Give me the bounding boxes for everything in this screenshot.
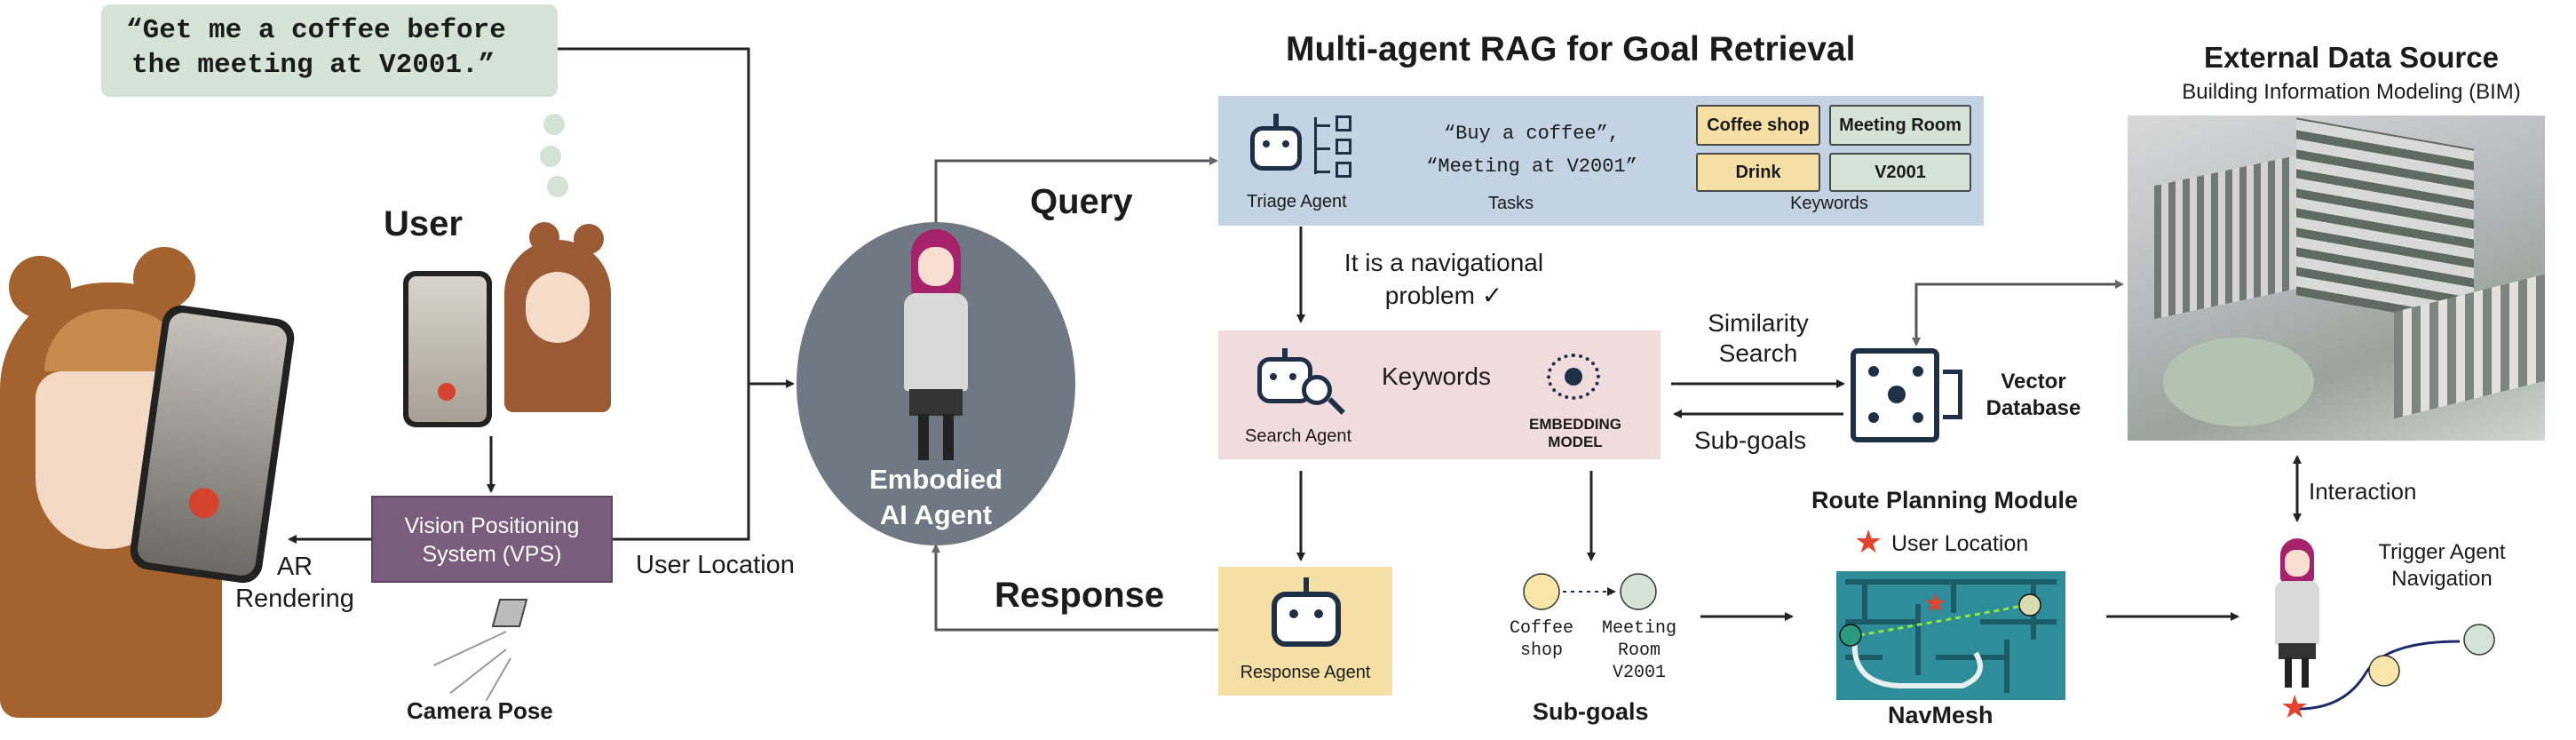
ar-label-line-2: Rendering bbox=[235, 585, 354, 613]
thought-bubble-1 bbox=[543, 114, 565, 135]
search-agent-label: Search Agent bbox=[1245, 426, 1352, 446]
vps-label-line-2: System (VPS) bbox=[422, 542, 562, 567]
quote-bubble bbox=[101, 4, 558, 97]
quote-line-2: the meeting at V2001.” bbox=[131, 50, 495, 81]
vectordb-bim-connector bbox=[1914, 280, 2124, 341]
external-title: External Data Source bbox=[2204, 41, 2499, 74]
response-agent-label: Response Agent bbox=[1240, 663, 1371, 682]
route-planning-title: Route Planning Module bbox=[1811, 487, 2078, 513]
ar-user-illustration bbox=[0, 238, 297, 718]
embedding-label-line-1: EMBEDDING bbox=[1529, 416, 1621, 433]
subgoal-meeting-line-1: Meeting bbox=[1601, 618, 1676, 639]
response-robot-icon bbox=[1268, 577, 1344, 650]
query-arrow bbox=[934, 156, 1218, 251]
tasks-label: Tasks bbox=[1488, 194, 1534, 213]
trigger-label-line-2: Navigation bbox=[2391, 567, 2493, 591]
user-avatar-icon bbox=[487, 222, 611, 412]
subgoals-return-label: Sub-goals bbox=[1694, 426, 1807, 454]
user-label: User bbox=[384, 204, 463, 243]
bim-building-image bbox=[2128, 115, 2545, 441]
keyword-v2001: V2001 bbox=[1829, 153, 1971, 192]
camera-pose-icon bbox=[426, 595, 542, 702]
task-line-1: “Buy a coffee”, bbox=[1443, 123, 1621, 145]
vector-database-icon bbox=[1851, 348, 1966, 444]
ar-label-line-1: AR bbox=[276, 553, 313, 581]
subgoals-title: Sub-goals bbox=[1533, 698, 1649, 725]
embedding-model-icon bbox=[1538, 346, 1611, 409]
subgoal-meeting-line-3: V2001 bbox=[1612, 663, 1666, 683]
trigger-star-icon: ★ bbox=[2280, 688, 2310, 725]
query-label: Query bbox=[1030, 182, 1133, 221]
thought-bubble-3 bbox=[547, 176, 568, 197]
keyword-coffee-shop: Coffee shop bbox=[1696, 105, 1820, 146]
navmesh-map bbox=[1836, 571, 2065, 700]
vps-box bbox=[371, 496, 613, 583]
vps-to-agent-connector bbox=[613, 384, 750, 541]
trigger-node-coffee bbox=[2368, 655, 2400, 687]
agent-label-line-2: AI Agent bbox=[879, 499, 993, 530]
subgoal-coffee-line-2: shop bbox=[1519, 641, 1563, 661]
search-keywords-label: Keywords bbox=[1382, 362, 1491, 390]
navmesh-star-icon: ★ bbox=[1923, 589, 1947, 618]
vector-db-label-line-2: Database bbox=[1986, 396, 2081, 420]
subgoal-coffee-line-1: Coffee bbox=[1509, 618, 1573, 639]
rag-title: Multi-agent RAG for Goal Retrieval bbox=[1286, 30, 1856, 68]
task-line-2: “Meeting at V2001” bbox=[1426, 155, 1637, 178]
similarity-label-line-2: Search bbox=[1718, 339, 1798, 367]
trigger-node-meeting bbox=[2463, 624, 2495, 656]
search-robot-icon bbox=[1257, 348, 1355, 419]
embedding-label-line-2: MODEL bbox=[1548, 434, 1603, 450]
navmesh-label: NavMesh bbox=[1888, 702, 1993, 728]
subgoal-node-coffee bbox=[1523, 573, 1560, 610]
agent-avatar bbox=[892, 229, 980, 465]
checklist-icon bbox=[1314, 114, 1359, 185]
nav-note-line-1: It is a navigational bbox=[1343, 249, 1544, 276]
user-phone-icon bbox=[403, 271, 492, 427]
trigger-path bbox=[2297, 640, 2461, 711]
quote-to-agent-connector bbox=[558, 47, 795, 388]
quote-line-1: “Get me a coffee before bbox=[126, 15, 506, 46]
user-location-legend: User Location bbox=[1891, 531, 2029, 556]
trigger-label-line-1: Trigger Agent bbox=[2378, 540, 2506, 564]
keyword-meeting-room: Meeting Room bbox=[1829, 105, 1971, 146]
vps-label-line-1: Vision Positioning bbox=[404, 513, 580, 538]
triage-robot-icon bbox=[1245, 114, 1309, 176]
response-arrow bbox=[931, 544, 1218, 632]
external-subtitle: Building Information Modeling (BIM) bbox=[2182, 80, 2521, 104]
agent-label-line-1: Embodied bbox=[869, 464, 1003, 495]
route-star-icon: ★ bbox=[1854, 523, 1883, 560]
subgoal-meeting-line-2: Room bbox=[1617, 641, 1661, 661]
vector-db-label-line-1: Vector bbox=[2001, 370, 2066, 394]
response-label: Response bbox=[995, 576, 1165, 615]
similarity-label-line-1: Similarity bbox=[1708, 309, 1809, 337]
keywords-label: Keywords bbox=[1790, 194, 1868, 213]
nav-note-line-2: problem ✓ bbox=[1384, 282, 1503, 309]
interaction-label: Interaction bbox=[2309, 478, 2417, 505]
triage-agent-label: Triage Agent bbox=[1247, 192, 1347, 211]
thought-bubble-2 bbox=[540, 146, 561, 167]
trigger-agent-avatar bbox=[2268, 538, 2326, 689]
keyword-drink: Drink bbox=[1696, 153, 1820, 192]
camera-pose-label: Camera Pose bbox=[407, 697, 553, 724]
subgoal-node-meeting bbox=[1620, 573, 1657, 610]
user-location-label: User Location bbox=[636, 551, 795, 579]
